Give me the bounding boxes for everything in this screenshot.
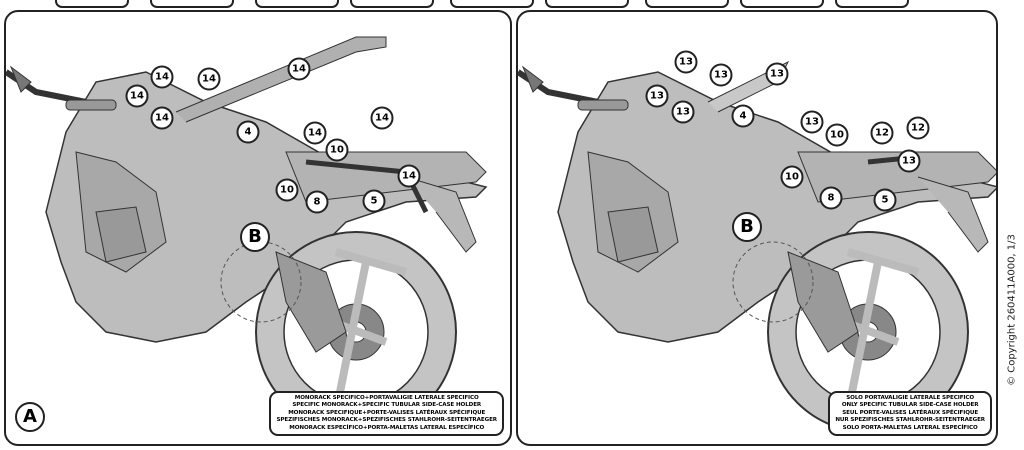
top-tab bbox=[645, 0, 729, 8]
part-callout: 8 bbox=[305, 190, 329, 214]
part-callout: 13 bbox=[645, 84, 669, 108]
top-tab bbox=[545, 0, 629, 8]
panel-label: A bbox=[15, 402, 45, 432]
part-callout: 14 bbox=[397, 164, 421, 188]
part-callout: 14 bbox=[303, 121, 327, 145]
copyright-text: © Copyright 260411A000, 1/3 bbox=[1006, 234, 1018, 386]
top-tab bbox=[450, 0, 534, 8]
caption-line: SOLO PORTA-MALETAS LATERAL ESPECÍFICO bbox=[842, 424, 978, 431]
caption-line: SPECIFIC MONORACK+SPECIFIC TUBULAR SIDE-… bbox=[292, 402, 482, 409]
part-callout: 13 bbox=[709, 63, 733, 87]
detail-label: B bbox=[732, 212, 762, 242]
part-callout: 12 bbox=[870, 121, 894, 145]
part-callout: 13 bbox=[671, 100, 695, 124]
top-tab bbox=[835, 0, 909, 8]
part-callout: 13 bbox=[674, 50, 698, 74]
part-callout: 14 bbox=[150, 65, 174, 89]
top-tab bbox=[150, 0, 234, 8]
part-callout: 5 bbox=[873, 188, 897, 212]
part-callout: 12 bbox=[906, 116, 930, 140]
motorcycle-drawing bbox=[518, 60, 996, 433]
caption-box: MONORACK SPECIFICO+PORTAVALIGIE LATERALE… bbox=[269, 390, 504, 436]
part-callout: 10 bbox=[325, 138, 349, 162]
copyright-notice: © Copyright 260411A000, 1/3 bbox=[1000, 210, 1024, 410]
caption-line: MONORACK SPECIFICO+PORTAVALIGIE LATERALE… bbox=[294, 394, 479, 401]
part-callout: 14 bbox=[150, 106, 174, 130]
caption-line: NUR SPEZIFISCHES STAHLROHR-SEITENTRAEGER bbox=[835, 417, 985, 424]
part-callout: 14 bbox=[370, 106, 394, 130]
part-callout: 14 bbox=[125, 84, 149, 108]
part-callout: 5 bbox=[362, 189, 386, 213]
part-callout: 13 bbox=[800, 110, 824, 134]
part-callout: 13 bbox=[897, 149, 921, 173]
part-callout: 14 bbox=[287, 57, 311, 81]
top-tab bbox=[55, 0, 129, 8]
part-callout: 4 bbox=[236, 120, 260, 144]
caption-line: SPEZIFISCHES MONORACK+SPEZIFISCHES STAHL… bbox=[276, 417, 497, 424]
top-tab bbox=[740, 0, 824, 8]
top-tab bbox=[350, 0, 434, 8]
caption-line: SOLO PORTAVALIGIE LATERALE SPECIFICO bbox=[846, 394, 975, 401]
caption-line: MONORACK SPECIFIQUE+PORTE-VALISES LATÉRA… bbox=[288, 409, 486, 416]
motorcycle-drawing bbox=[6, 36, 488, 433]
part-callout: 14 bbox=[197, 67, 221, 91]
caption-line: ONLY SPECIFIC TUBULAR SIDE-CASE HOLDER bbox=[841, 402, 979, 409]
part-callout: 10 bbox=[825, 123, 849, 147]
caption-line: SEUL PORTE-VALISES LATÉRAUX SPÉCIFIQUE bbox=[842, 409, 979, 416]
part-callout: 4 bbox=[731, 104, 755, 128]
part-callout: 10 bbox=[275, 178, 299, 202]
caption-line: MONORACK ESPECÍFICO+PORTA-MALETAS LATERA… bbox=[289, 424, 485, 431]
top-tab bbox=[255, 0, 339, 8]
part-callout: 13 bbox=[765, 62, 789, 86]
part-callout: 8 bbox=[819, 186, 843, 210]
detail-label: B bbox=[240, 222, 270, 252]
part-callout: 10 bbox=[780, 165, 804, 189]
